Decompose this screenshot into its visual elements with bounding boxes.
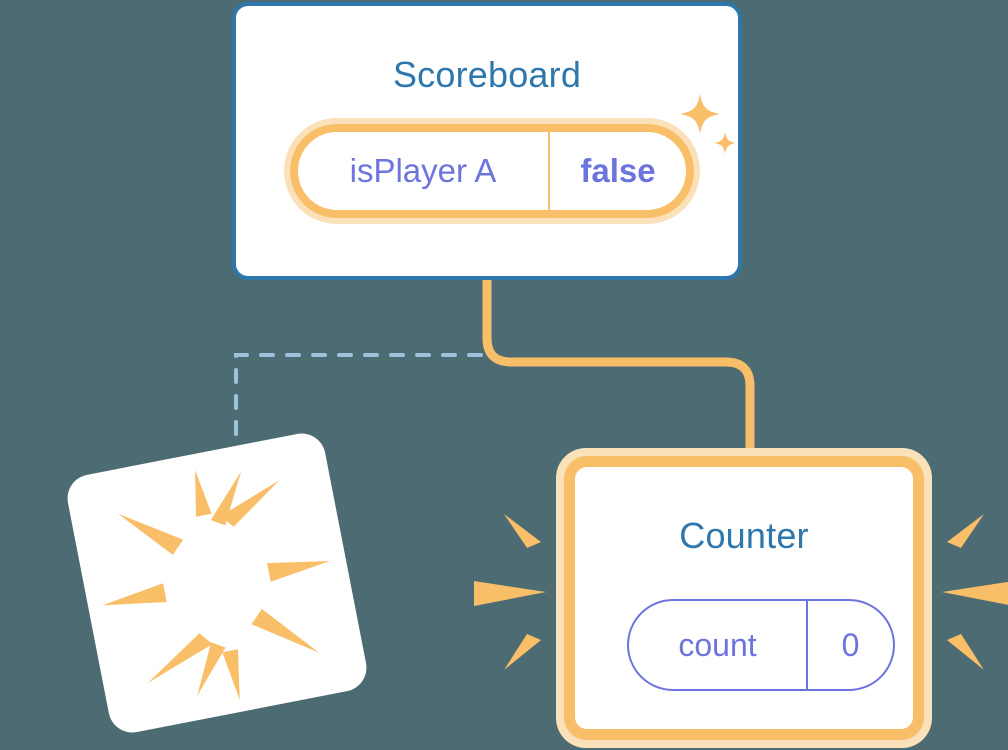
counter-state-pill[interactable]: count 0 <box>627 599 895 691</box>
counter-state-value: 0 <box>841 626 860 663</box>
connector-scoreboard-to-counter <box>482 280 755 470</box>
node-blank-card[interactable] <box>63 429 371 737</box>
counter-title: Counter <box>679 515 809 556</box>
scoreboard-state-pill-inner: isPlayer A false <box>290 124 694 218</box>
node-counter-inner: Counter count 0 <box>564 456 924 740</box>
scoreboard-state-key: isPlayer A <box>298 132 550 210</box>
counter-state-key: count <box>629 601 808 689</box>
node-scoreboard[interactable]: Scoreboard isPlayer A false <box>232 2 742 280</box>
scoreboard-state-pill[interactable]: isPlayer A false <box>284 118 700 224</box>
node-counter[interactable]: Counter count 0 <box>556 448 932 748</box>
scoreboard-state-value: false <box>580 152 656 189</box>
scoreboard-title: Scoreboard <box>392 54 582 95</box>
